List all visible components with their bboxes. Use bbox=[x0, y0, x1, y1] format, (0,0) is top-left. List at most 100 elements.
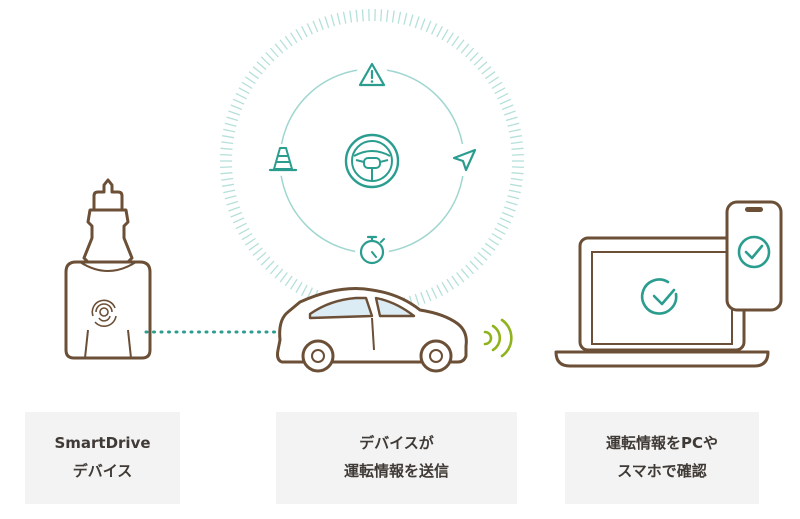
ring-tick bbox=[441, 281, 449, 293]
ring-tick bbox=[256, 61, 267, 70]
ring-tick bbox=[408, 14, 414, 27]
phone-check-icon bbox=[737, 235, 771, 269]
ring-tick bbox=[497, 92, 509, 100]
ring-tick bbox=[484, 71, 496, 80]
ring-tick bbox=[241, 81, 253, 90]
ring-tick bbox=[318, 18, 324, 31]
ring-tick bbox=[380, 9, 383, 22]
ring-tick bbox=[220, 147, 233, 150]
ring-tick bbox=[269, 264, 279, 275]
ring-tick bbox=[456, 39, 465, 50]
ring-tick bbox=[451, 275, 460, 287]
ring-tick bbox=[508, 189, 521, 194]
ring-tick bbox=[312, 20, 319, 33]
ring-tick bbox=[223, 189, 236, 194]
traffic-cone-icon bbox=[267, 144, 299, 176]
ring-tick bbox=[245, 76, 256, 85]
ring-tick bbox=[436, 26, 443, 38]
ring-tick bbox=[425, 20, 432, 33]
ring-tick bbox=[431, 23, 438, 35]
ring-tick bbox=[397, 11, 402, 24]
ring-tick bbox=[420, 18, 426, 31]
ring-tick bbox=[446, 278, 454, 290]
ring-tick bbox=[248, 71, 260, 80]
ring-tick bbox=[491, 81, 503, 90]
ring-tick bbox=[265, 51, 275, 62]
ring-tick bbox=[235, 92, 247, 100]
ring-tick bbox=[224, 122, 237, 127]
ring-tick bbox=[456, 272, 465, 283]
ring-tick bbox=[436, 284, 443, 296]
car-illustration bbox=[276, 287, 468, 373]
ring-tick bbox=[228, 110, 241, 116]
caption-check-on-pc-phone: 運転情報をPCや スマホで確認 bbox=[565, 412, 759, 504]
ring-tick bbox=[499, 217, 512, 224]
ring-tick bbox=[385, 9, 389, 22]
ring-tick bbox=[238, 227, 250, 235]
ring-tick bbox=[414, 16, 420, 29]
ring-tick bbox=[274, 268, 284, 279]
smartdrive-device bbox=[64, 178, 152, 360]
ring-tick bbox=[301, 284, 308, 296]
ring-tick bbox=[511, 166, 524, 169]
ring-tick bbox=[507, 195, 520, 200]
ring-tick bbox=[503, 206, 516, 212]
ring-tick bbox=[473, 56, 484, 66]
ring-tick bbox=[473, 256, 484, 266]
ring-tick bbox=[252, 247, 263, 256]
signal-waves-icon bbox=[483, 318, 513, 358]
ring-tick bbox=[505, 200, 518, 206]
ring-tick bbox=[391, 10, 395, 23]
ring-tick bbox=[505, 116, 518, 122]
ring-tick bbox=[510, 141, 523, 145]
ring-tick bbox=[279, 272, 288, 283]
ring-tick bbox=[248, 242, 260, 251]
ring-tick bbox=[221, 177, 234, 181]
ring-tick bbox=[230, 104, 243, 111]
ring-tick bbox=[330, 14, 336, 27]
ring-tick bbox=[301, 26, 308, 38]
ring-tick bbox=[511, 153, 524, 156]
ring-tick bbox=[221, 135, 235, 139]
ring-tick bbox=[235, 222, 247, 230]
ring-tick bbox=[269, 47, 279, 58]
ring-tick bbox=[488, 237, 499, 246]
ring-tick bbox=[465, 264, 475, 275]
ring-tick bbox=[241, 232, 253, 241]
ring-tick bbox=[224, 195, 237, 200]
ring-tick bbox=[477, 252, 488, 261]
ring-tick bbox=[425, 289, 432, 302]
ring-tick bbox=[274, 43, 284, 54]
ring-tick bbox=[451, 35, 460, 47]
ring-tick bbox=[494, 87, 506, 95]
ring-tick bbox=[306, 287, 313, 299]
ring-tick bbox=[511, 147, 524, 150]
ring-tick bbox=[501, 104, 514, 111]
ring-tick bbox=[220, 153, 233, 156]
ring-tick bbox=[507, 122, 520, 127]
ring-tick bbox=[336, 12, 341, 25]
caption-line: スマホで確認 bbox=[617, 462, 707, 480]
ring-tick bbox=[499, 98, 512, 105]
ring-tick bbox=[228, 206, 241, 212]
ring-tick bbox=[290, 32, 298, 44]
check-circle-icon bbox=[640, 278, 678, 315]
ring-tick bbox=[295, 29, 303, 41]
ring-tick bbox=[349, 10, 353, 23]
ring-tick bbox=[279, 39, 288, 50]
fingerprint-icon bbox=[91, 299, 117, 328]
ring-tick bbox=[290, 278, 298, 290]
caption-line: 運転情報を送信 bbox=[343, 462, 449, 480]
ring-tick bbox=[245, 237, 256, 246]
caption-line: SmartDrive bbox=[54, 434, 151, 453]
ring-tick bbox=[230, 211, 243, 218]
ring-tick bbox=[420, 291, 426, 304]
stopwatch-icon bbox=[355, 233, 389, 267]
ring-tick bbox=[488, 76, 499, 85]
ring-tick bbox=[361, 9, 364, 22]
ring-tick bbox=[284, 275, 293, 287]
ring-tick bbox=[497, 222, 509, 230]
ring-tick bbox=[509, 183, 523, 187]
ring-tick bbox=[491, 232, 503, 241]
ring-tick bbox=[232, 98, 245, 105]
